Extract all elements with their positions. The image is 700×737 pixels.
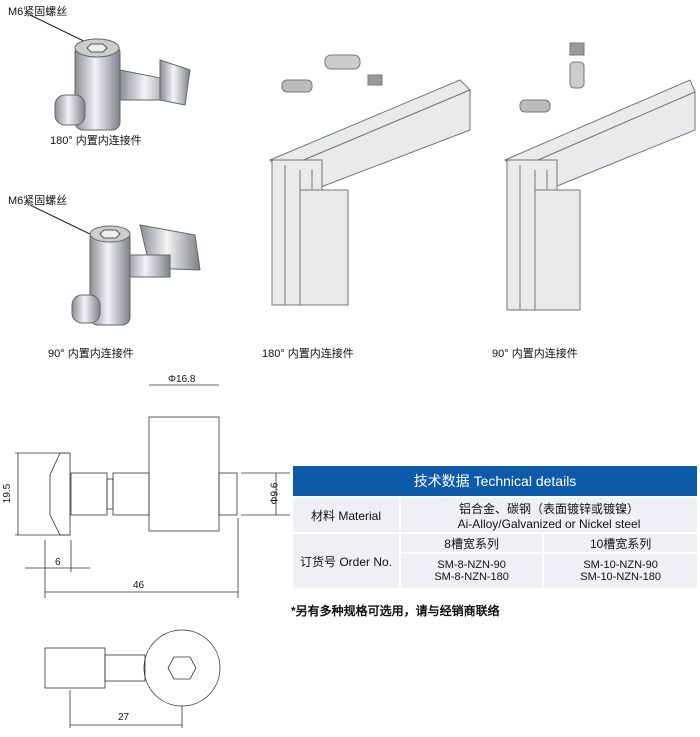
material-label: 材料 Material bbox=[291, 496, 401, 534]
technical-drawing-bottom bbox=[44, 629, 221, 728]
caption-90-assembly: 90° 内置内连接件 bbox=[492, 348, 578, 360]
caption-90-part: 90° 内置内连接件 bbox=[48, 348, 134, 360]
dim-head-height: 19.5 bbox=[2, 483, 14, 504]
dim-shaft-diameter: Φ9.6 bbox=[269, 482, 281, 505]
dim-total-length: 46 bbox=[133, 580, 145, 591]
dim-body-diameter: Φ16.8 bbox=[168, 374, 196, 385]
series-10-codes: SM-10-NZN-90 SM-10-NZN-180 bbox=[542, 552, 699, 590]
caption-180-assembly: 180° 内置内连接件 bbox=[262, 348, 354, 360]
screw-label-top: M6紧固螺丝 bbox=[8, 6, 68, 18]
order-code: SM-8-NZN-180 bbox=[434, 571, 509, 583]
screw-label-mid: M6紧固螺丝 bbox=[8, 195, 68, 207]
assembly-180-image bbox=[269, 54, 471, 306]
series-10-header: 10槽宽系列 bbox=[542, 532, 699, 554]
dim-bottom-length: 27 bbox=[118, 712, 130, 723]
footnote: *另有多种规格可选用，请与经销商联络 bbox=[291, 604, 500, 618]
series-8-codes: SM-8-NZN-90 SM-8-NZN-180 bbox=[398, 552, 545, 590]
material-cn: 铝合金、碳钢（表面镀锌或镀镍） bbox=[458, 501, 639, 516]
order-code: SM-8-NZN-90 bbox=[437, 559, 506, 571]
assembly-90-image bbox=[504, 42, 696, 311]
technical-details-table: 技术数据 Technical details 材料 Material 铝合金、碳… bbox=[291, 464, 699, 590]
order-label: 订货号 Order No. bbox=[291, 532, 401, 590]
dim-head-width: 6 bbox=[55, 557, 61, 568]
series-8-header: 8槽宽系列 bbox=[398, 532, 545, 554]
connector-90-image bbox=[29, 204, 201, 326]
connector-180-image bbox=[29, 14, 191, 131]
order-code: SM-10-NZN-90 bbox=[583, 559, 658, 571]
technical-drawing-side bbox=[15, 384, 290, 598]
table-title: 技术数据 Technical details bbox=[291, 464, 699, 498]
material-value: 铝合金、碳钢（表面镀锌或镀镍） Ai-Alloy/Galvanized or N… bbox=[399, 496, 699, 534]
material-en: Ai-Alloy/Galvanized or Nickel steel bbox=[457, 516, 641, 531]
order-code: SM-10-NZN-180 bbox=[580, 571, 661, 583]
caption-180-part: 180° 内置内连接件 bbox=[50, 135, 142, 147]
